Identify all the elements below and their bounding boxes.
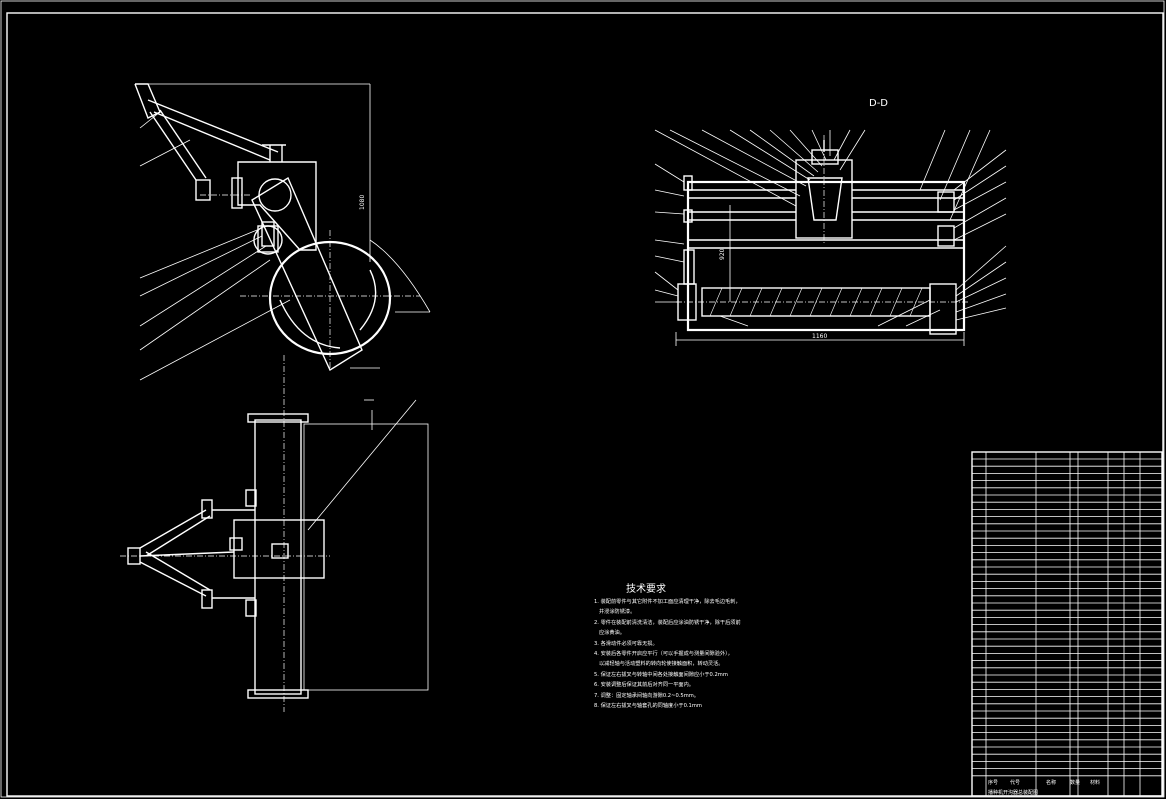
- side-view-assembly: 1080: [134, 83, 431, 381]
- tech-requirement-line: 1. 装配前零件与其它附件不加工面应清理干净，除去毛边毛刺，: [594, 599, 741, 605]
- tech-requirement-line: 7. 调整：固定轴承间轴向游隙0.2~0.5mm。: [594, 692, 699, 699]
- tech-requirement-line: 5. 保证左右拔叉与转轴中间各处接触面间隙应小于0.2mm: [594, 671, 728, 678]
- section-label: D-D: [869, 98, 888, 109]
- tech-requirement-line: 并浸涂防锈漆。: [594, 609, 636, 616]
- section-dd-view: 920 1160: [654, 129, 1007, 346]
- title-block-footer-name: 名称: [1046, 779, 1056, 786]
- parts-list-table: [971, 451, 1163, 797]
- title-block-footer-mat: 材料: [1090, 779, 1100, 786]
- plan-view-assembly: [120, 355, 429, 712]
- drawing-name: 播种机开沟器总装配图: [988, 789, 1038, 796]
- tech-requirement-line: 8. 保证左右拔叉与轴套孔的同轴度小于0.1mm: [594, 703, 702, 710]
- tech-requirements-title: 技术要求: [626, 584, 666, 595]
- tech-requirements-list: 1. 装配前零件与其它附件不加工面应清理干净，除去毛边毛刺， 并浸涂防锈漆。 2.…: [594, 597, 834, 711]
- dim-height-right: 920: [719, 248, 726, 260]
- dim-vertical-left: 1080: [359, 195, 366, 210]
- tech-requirement-line: 6. 安装调整后保证其前后对齐同一平面内。: [594, 682, 694, 689]
- title-block-footer-qty: 数量: [1070, 779, 1080, 786]
- title-block-footer-code: 代号: [1010, 779, 1020, 786]
- tech-requirement-line: 2. 零件在装配前清洗清洁，装配后应涂油防锈干净，除干后须前: [594, 619, 741, 626]
- tech-requirement-line: 3. 各滑动件必须可靠无损。: [594, 640, 658, 647]
- tech-requirements: 技术要求 1. 装配前零件与其它附件不加工面应清理干净，除去毛边毛刺， 并浸涂防…: [594, 580, 834, 711]
- tech-requirement-line: 4. 安装后各零件开启应平行（可以手握成与测量间隙验外），: [594, 651, 733, 658]
- dim-overall-width: 1160: [812, 333, 827, 340]
- tech-requirement-line: 以减轻轴与活动塑料的转向轮使接触面积，转动灵活。: [594, 661, 724, 668]
- tech-requirement-line: 应涂黄油。: [594, 630, 625, 637]
- title-block-footer-left: 序号: [988, 779, 998, 786]
